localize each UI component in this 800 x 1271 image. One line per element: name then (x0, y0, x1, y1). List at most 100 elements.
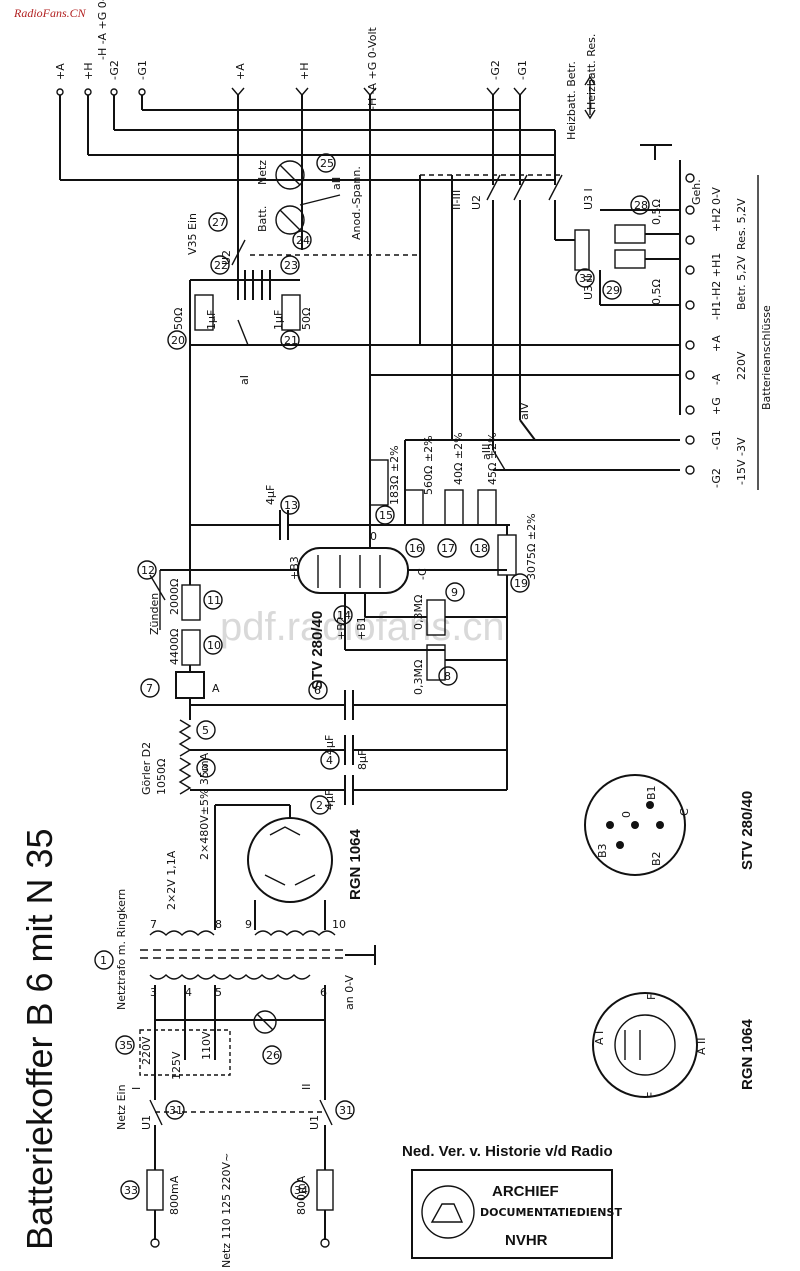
cap-value: 4μF (264, 485, 277, 505)
tube-pin: +B3 (288, 556, 301, 580)
sec1-label: 2×2V 1,1A (165, 850, 178, 910)
rgn-pinout-label: RGN 1064 (739, 1018, 756, 1090)
svg-text:3: 3 (202, 762, 209, 775)
stv-label: STV 280/40 (309, 611, 326, 690)
relay-a: A 7 (140, 665, 220, 699)
switch-label: I (130, 1087, 143, 1090)
archive-stamp: ARCHIEF DOCUMENTATIEDIENST NVHR (411, 1169, 622, 1259)
switch-label: aII (330, 177, 343, 190)
svg-text:22: 22 (214, 259, 228, 272)
terminal-label: -H -A +G 0-Volt (366, 26, 379, 110)
stv-tube: 0 +B3 +B2 +B1 -C STV 280/40 14 (190, 525, 507, 690)
anod-label: Anod.-Spann. (350, 166, 363, 240)
u1-label: U1 (140, 1115, 153, 1130)
voltage-label: 220V (735, 351, 748, 380)
svg-text:5: 5 (202, 724, 209, 737)
fuse-value: 800mA (295, 1175, 308, 1215)
svg-text:10: 10 (207, 639, 221, 652)
res-label: Res. 5,2V (735, 198, 748, 250)
watermark: pdf.radiofans.cn (220, 605, 505, 649)
terminal-label: +H (298, 63, 311, 81)
credit-line: Ned. Ver. v. Historie v/d Radio (402, 1143, 613, 1160)
ignition-resistors: 12 11 10 2000Ω 4400Ω Zünden (137, 520, 223, 666)
svg-text:18: 18 (474, 542, 488, 555)
betr-label: Betr. 5,2V (735, 255, 748, 310)
stv-pinout-label: STV 280/40 (739, 791, 756, 870)
top-terminals-right: +A +H -H -A +G 0-Volt -G2 -G1 (231, 26, 529, 530)
svg-text:4: 4 (326, 754, 333, 767)
bracket-label: -H -A +G 0-Volt (96, 0, 109, 60)
stv-pinout: B3 B2 0 B1 -C STV 280/40 (584, 774, 756, 876)
zunden-label: Zünden (148, 593, 161, 635)
heizbatt-res: Heizbatt. Res. (585, 34, 598, 110)
svg-text:23: 23 (284, 259, 298, 272)
svg-text:31: 31 (339, 1104, 353, 1117)
rgn-tube: RGN 1064 2×480V±5% 35mA (198, 752, 364, 930)
cap-value: 1μF (205, 310, 218, 330)
resistor-value: 50Ω (300, 308, 313, 330)
lamp-label: Batt. (256, 206, 269, 232)
pin-label: A I (593, 1031, 606, 1045)
resistor-value: 50Ω (172, 308, 185, 330)
r17-value: 40Ω ±2% (452, 432, 465, 485)
svg-text:2: 2 (316, 799, 323, 812)
mains-transformer: 1 Netztrafo m. Ringkern 2×2V 1,1A an 0-V… (94, 850, 376, 1010)
rgn-label: RGN 1064 (347, 828, 364, 900)
svg-text:35: 35 (119, 1039, 133, 1052)
terminal-label: -G2 (489, 60, 502, 80)
svg-text:34: 34 (294, 1184, 308, 1197)
switch-label: aIII (480, 444, 493, 460)
switch-label: U2 (470, 195, 483, 210)
svg-text:6: 6 (320, 986, 327, 999)
svg-text:6: 6 (314, 684, 321, 697)
svg-text:31: 31 (169, 1104, 183, 1117)
part-number: 25 (320, 157, 334, 170)
terminal-label: -H1 (710, 301, 723, 320)
pin-label: 0 (620, 811, 633, 818)
voltage-label: -15V -3V (735, 437, 748, 485)
u1-label: U1 (308, 1115, 321, 1130)
svg-text:1: 1 (100, 954, 107, 967)
svg-text:28: 28 (634, 199, 648, 212)
geh-label: Geh. (690, 179, 703, 205)
switch-label: II (300, 1084, 313, 1091)
svg-text:21: 21 (284, 334, 298, 347)
tube-pin: 0 (370, 530, 377, 543)
svg-text:29: 29 (606, 284, 620, 297)
r28-value: 0,5Ω (650, 199, 663, 225)
cap-value: 1μF (272, 310, 285, 330)
pin-label: B2 (650, 851, 663, 866)
pin-label: -C (678, 808, 691, 820)
cap-value: 4μF (323, 790, 336, 810)
trafo-label: Netztrafo m. Ringkern (115, 889, 128, 1010)
svg-text:13: 13 (284, 499, 298, 512)
terminal-label: +H2 (710, 208, 723, 233)
switch-label: II-III (450, 190, 463, 210)
svg-text:17: 17 (441, 542, 455, 555)
netz-label: Netz 110 125 220V~ (220, 1153, 233, 1268)
terminal-label: +G (710, 397, 723, 415)
batterieanschlusse: Batterieanschlüsse (760, 305, 773, 410)
svg-text:19: 19 (514, 577, 528, 590)
svg-text:4: 4 (185, 986, 192, 999)
terminal-label: -H2 +H1 (710, 253, 723, 300)
stamp-line2: DOCUMENTATIEDIENST (480, 1206, 622, 1219)
svg-text:27: 27 (212, 216, 226, 229)
terminal-label: 0-V (710, 187, 723, 205)
svg-text:33: 33 (124, 1184, 138, 1197)
svg-text:16: 16 (409, 542, 423, 555)
r10-value: 4400Ω (168, 629, 181, 665)
terminal-label: -G2 (710, 468, 723, 488)
r29-value: 0,5Ω (650, 279, 663, 305)
tube-pin: +B1 (355, 616, 368, 640)
switch-label: U2 (220, 250, 233, 265)
u3-network: 28 29 32 0,5Ω 0,5Ω U3 I U3 II (555, 188, 680, 306)
u3-label: U3 I (582, 188, 595, 210)
r3-value: 1050Ω (155, 759, 168, 795)
svg-text:9: 9 (451, 586, 458, 599)
grid-resistors: 9 8 0,3MΩ 0,3MΩ (364, 582, 507, 695)
top-terminals-left: +A +H -G2 -G1 -H -A +G 0-Volt (54, 0, 149, 180)
svg-text:7: 7 (150, 918, 157, 931)
heizbatt-betr: Heizbatt. Betr. (565, 61, 578, 140)
